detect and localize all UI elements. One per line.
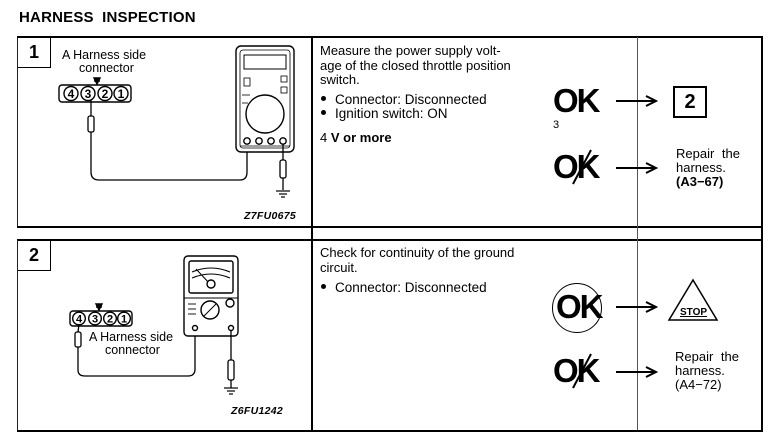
connector-label-1: A Harness side connector bbox=[62, 48, 147, 75]
table-border-right bbox=[761, 37, 763, 430]
table-border-left-2 bbox=[17, 240, 18, 430]
repair-note-2: Repair the harness. (A4−72) bbox=[675, 349, 739, 392]
pin-1 bbox=[113, 85, 129, 102]
connector-label-2: A Harness side connector bbox=[89, 330, 174, 357]
table-border-top bbox=[17, 36, 763, 38]
pin-label-1: 1 bbox=[118, 87, 125, 101]
digital-multimeter-icon bbox=[235, 45, 295, 153]
manual-reference-1[interactable]: (A3−67) bbox=[676, 174, 724, 189]
row-divider-1 bbox=[17, 226, 763, 228]
repair-note-1: Repair the harness. (A3−67) bbox=[676, 146, 740, 189]
ground-symbol-2 bbox=[224, 387, 238, 395]
pin-3 bbox=[87, 311, 102, 326]
arrow-right-icon bbox=[616, 162, 659, 174]
column-divider-diagram bbox=[311, 37, 313, 430]
pin-3 bbox=[80, 85, 96, 102]
ground-symbol-1 bbox=[276, 190, 290, 198]
arrow-right-icon bbox=[616, 95, 659, 107]
table-border-left-1 bbox=[17, 37, 18, 226]
harness-diagram-2: 4 3 2 1 bbox=[69, 255, 239, 395]
ng-mark-2: OK bbox=[553, 352, 605, 392]
arrow-right-icon bbox=[616, 301, 659, 313]
pin-2 bbox=[102, 311, 117, 326]
ok-circle-icon bbox=[552, 283, 602, 333]
strike-icon bbox=[572, 149, 592, 185]
pin-label-3: 3 bbox=[85, 87, 92, 101]
pin-label-1: 1 bbox=[121, 314, 127, 326]
bullet-icon bbox=[321, 284, 326, 289]
pin-label-2: 2 bbox=[102, 87, 109, 101]
figure-code-2: Z6FU1242 bbox=[231, 405, 284, 417]
harness-diagram-1: 4 3 2 1 bbox=[58, 45, 295, 198]
harness-connector-2 bbox=[69, 303, 133, 327]
instruction-1: Measure the power supply volt- age of th… bbox=[320, 43, 511, 87]
step-number-2: 2 bbox=[18, 240, 51, 271]
manual-reference-2[interactable]: (A4−72) bbox=[675, 377, 722, 392]
bullet-icon bbox=[321, 96, 326, 101]
instruction-2: Check for continuity of the ground circu… bbox=[320, 245, 515, 275]
figure-code-1: Z7FU0675 bbox=[244, 210, 297, 222]
harness-connector-1 bbox=[58, 77, 132, 103]
pin-label-2: 2 bbox=[107, 314, 113, 326]
bullet-icon bbox=[321, 110, 326, 115]
stray-mark-1: 3 bbox=[553, 119, 560, 131]
stop-label: STOP bbox=[680, 307, 708, 318]
condition-1-2: Ignition switch: ON bbox=[321, 106, 448, 122]
column-divider-result bbox=[637, 37, 638, 430]
row-divider-2 bbox=[17, 239, 763, 241]
table-border-bottom bbox=[17, 430, 763, 432]
ok-mark-1: OK bbox=[553, 82, 600, 119]
strike-icon bbox=[572, 353, 592, 389]
condition-2-1: Connector: Disconnected bbox=[321, 280, 487, 296]
ground-lead-1 bbox=[279, 144, 287, 190]
pin-4 bbox=[63, 85, 79, 102]
pin-label-4: 4 bbox=[68, 87, 75, 101]
step-number-1: 1 bbox=[18, 37, 51, 68]
pin-2 bbox=[97, 85, 113, 102]
next-step-box-1[interactable]: 2 bbox=[673, 86, 707, 118]
ground-lead-2 bbox=[227, 330, 235, 388]
spec-value-1: 4 V or more bbox=[320, 130, 392, 145]
ng-mark-1: OK bbox=[553, 148, 605, 188]
condition-1-1: Connector: Disconnected bbox=[321, 92, 487, 108]
pin-label-3: 3 bbox=[92, 314, 98, 326]
page-title: HARNESS INSPECTION bbox=[19, 9, 196, 26]
arrow-right-icon bbox=[616, 366, 659, 378]
analog-ohmmeter-icon bbox=[183, 255, 239, 337]
test-lead-2 bbox=[74, 323, 196, 377]
test-lead-1 bbox=[87, 100, 248, 181]
ok-mark-2: OK bbox=[556, 288, 603, 325]
stop-sign-icon bbox=[667, 278, 719, 321]
pin-label-4: 4 bbox=[76, 314, 83, 326]
pin-1 bbox=[116, 311, 131, 326]
